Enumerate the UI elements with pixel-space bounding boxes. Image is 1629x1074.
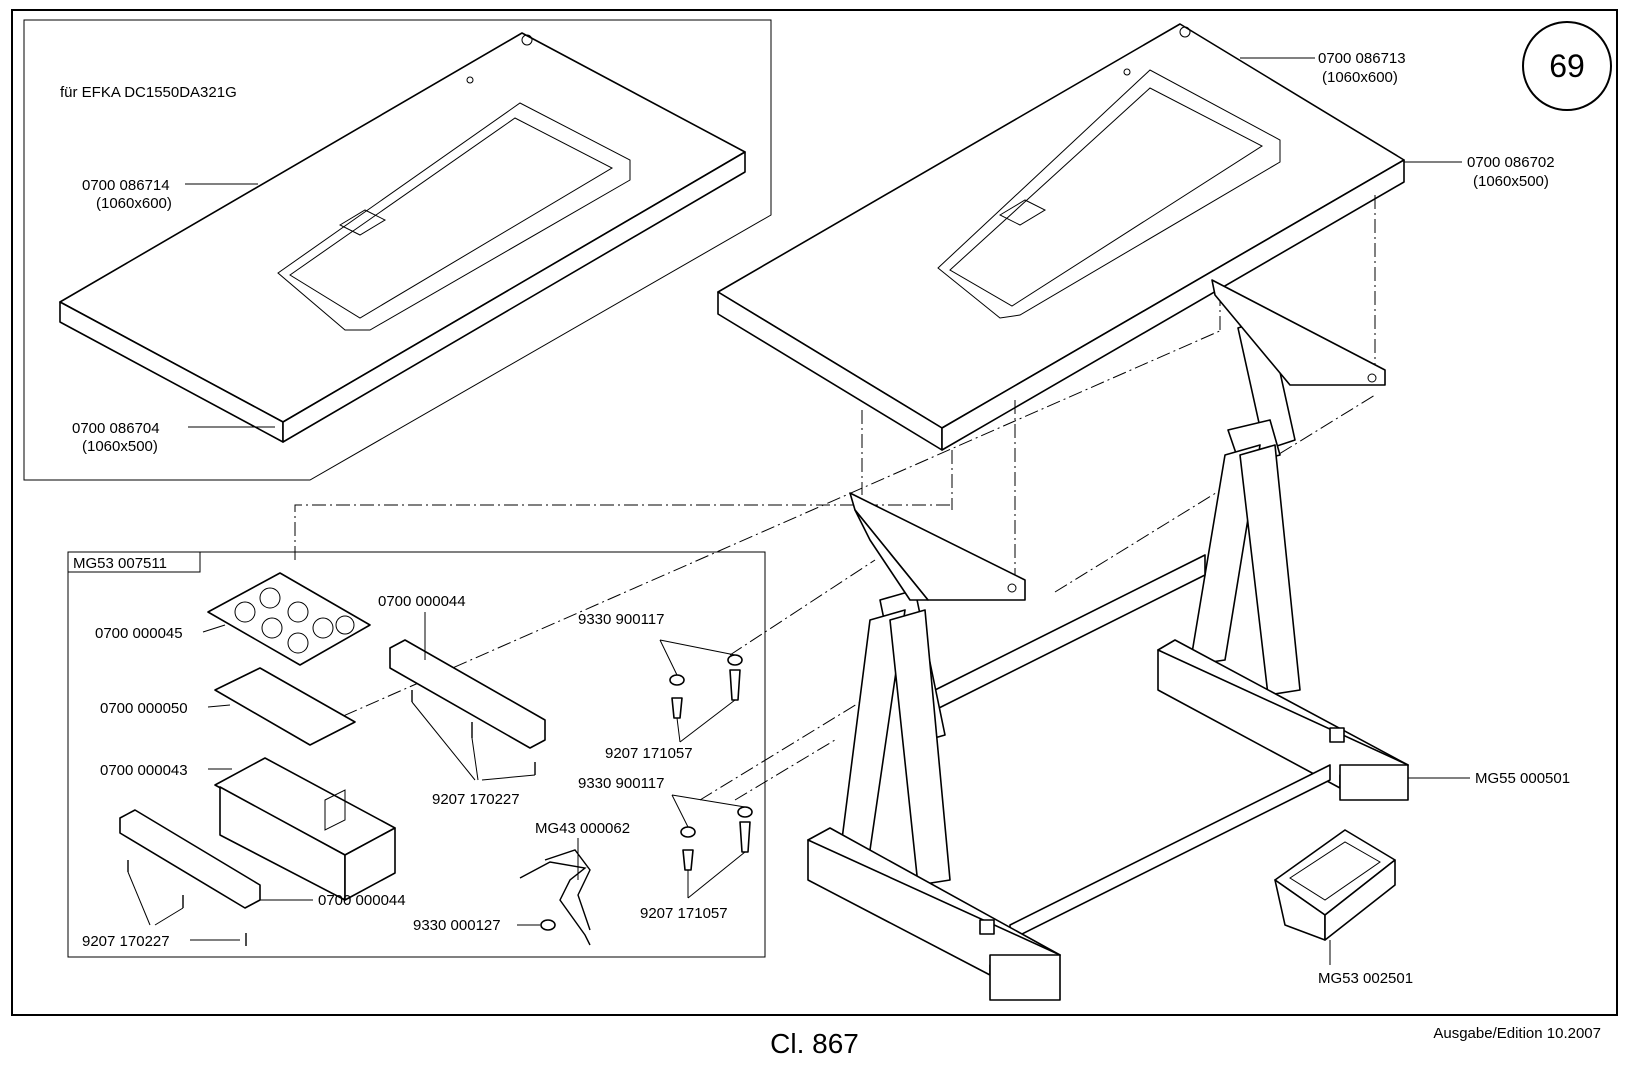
drawer-labels: 0700 000045 0700 000050 0700 000043 0700…: [82, 593, 520, 950]
label-top-upper-right: 0700 086713 (1060x600): [1240, 50, 1406, 86]
svg-text:9207 170227: 9207 170227: [82, 933, 170, 950]
svg-text:0700 086702: 0700 086702: [1467, 154, 1555, 171]
svg-text:0700 086714: 0700 086714: [82, 177, 170, 194]
alignment-lines: [294, 195, 1376, 801]
svg-text:(1060x600): (1060x600): [1322, 69, 1398, 86]
inset-note: für EFKA DC1550DA321G: [60, 84, 237, 101]
svg-text:0700 000044: 0700 000044: [378, 593, 466, 610]
svg-text:9330 900117: 9330 900117: [578, 611, 664, 628]
svg-text:(1060x500): (1060x500): [1473, 173, 1549, 190]
label-top-lower-right: 0700 086702 (1060x500): [1404, 154, 1555, 190]
inset-table-top: [59, 32, 746, 443]
svg-text:9207 170227: 9207 170227: [432, 791, 520, 808]
svg-text:(1060x600): (1060x600): [96, 195, 172, 212]
svg-text:0700 000043: 0700 000043: [100, 762, 188, 779]
label-stand: MG55 000501: [1408, 770, 1570, 787]
drawer: [214, 757, 396, 901]
drawer-mat: [214, 667, 356, 746]
tray-insert: [207, 572, 371, 666]
svg-text:0700 086704: 0700 086704: [72, 420, 160, 437]
hardware-labels-clip: MG43 000062 9330 000127: [413, 820, 630, 934]
drawer-screws: [127, 690, 536, 946]
svg-text:MG43 000062: MG43 000062: [535, 820, 630, 837]
svg-text:9207 171057: 9207 171057: [605, 745, 693, 762]
drawer-kit-box: MG53 007511: [67, 551, 766, 958]
svg-text:9207 171057: 9207 171057: [640, 905, 728, 922]
main-table-top: [717, 23, 1405, 451]
footer-title: Cl. 867: [770, 1028, 859, 1059]
foot-pedal: [1274, 829, 1396, 941]
drawer-kit-title: MG53 007511: [73, 555, 167, 572]
svg-text:9330 900117: 9330 900117: [578, 775, 664, 792]
label-top-lower-left: 0700 086704 (1060x500): [72, 420, 275, 455]
label-pedal: MG53 002501: [1318, 940, 1413, 987]
table-stand: [807, 279, 1409, 1001]
washers-bolts-lower: 9330 900117 9207 171057: [578, 775, 753, 922]
svg-text:9330 000127: 9330 000127: [413, 917, 501, 934]
washers-bolts-upper: 9330 900117 9207 171057: [578, 611, 743, 762]
page-number: 69: [1549, 48, 1585, 84]
svg-text:0700 000044: 0700 000044: [318, 892, 406, 909]
spring-clip: [519, 849, 591, 946]
page-number-badge: 69: [1522, 21, 1612, 111]
svg-text:0700 086713: 0700 086713: [1318, 50, 1406, 67]
svg-text:0700 000050: 0700 000050: [100, 700, 188, 717]
label-top-upper-left: 0700 086714 (1060x600): [82, 177, 258, 212]
svg-text:0700 000045: 0700 000045: [95, 625, 183, 642]
svg-text:MG53 002501: MG53 002501: [1318, 970, 1413, 987]
nut: [540, 919, 556, 931]
rail-top: [389, 639, 546, 749]
inset-efka-variant: für EFKA DC1550DA321G 0700 086714 (1060x…: [23, 19, 772, 481]
svg-text:MG55 000501: MG55 000501: [1475, 770, 1570, 787]
svg-text:(1060x500): (1060x500): [82, 438, 158, 455]
footer-edition: Ausgabe/Edition 10.2007: [1433, 1025, 1601, 1042]
page-frame: [11, 9, 1618, 1016]
